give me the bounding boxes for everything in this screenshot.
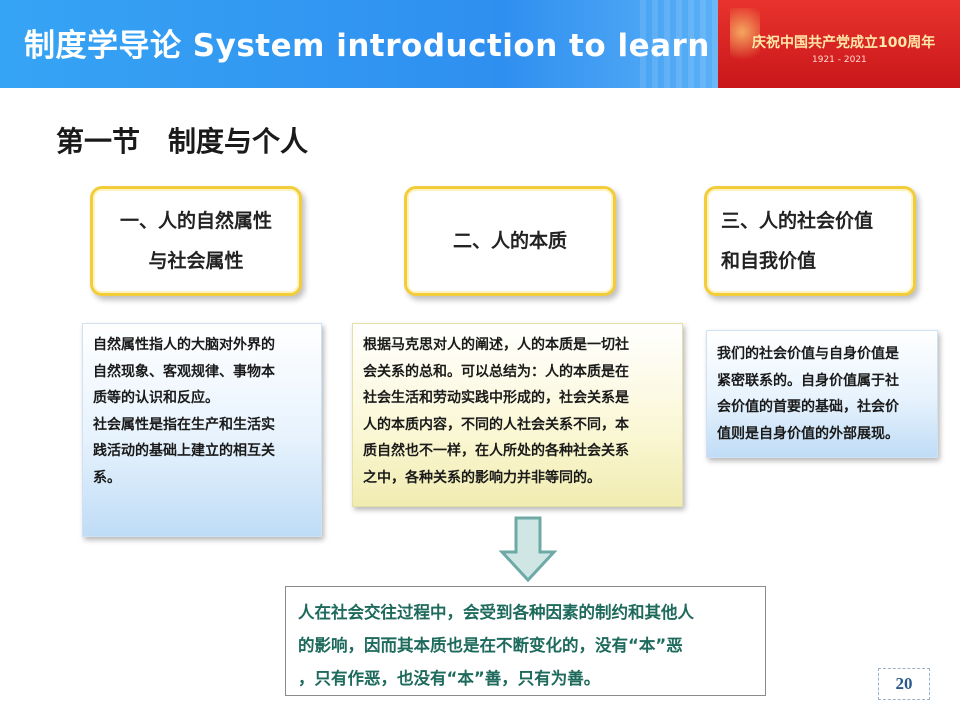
content-line: 质等的认识和反应。 [93,390,219,406]
content-line: 人的本质内容，不同的人社会关系不同，本 [363,416,629,433]
header-title: 制度学导论 System introduction to learn [24,28,710,64]
heading-line: 与社会属性 [148,250,244,272]
content-box-essence: 根据马克思对人的阐述，人的本质是一切社 会关系的总和。可以总结为：人的本质是在 … [352,323,683,507]
content-line: 自然现象、客观规律、事物本 [93,363,275,380]
content-line: 根据马克思对人的阐述，人的本质是一切社 [363,337,629,353]
header-banner: 制度学导论 System introduction to learn 庆祝中国共… [0,0,960,88]
content-line: 值则是自身价值的外部展现。 [717,425,899,442]
anniversary-years: 1921 - 2021 [812,55,867,65]
content-line: 质自然也不一样，在人所处的各种社会关系 [363,443,629,459]
heading-line: 和自我价值 [721,250,817,272]
content-line: 自然属性指人的大脑对外界的 [93,337,275,353]
heading-line: 三、人的社会价值 [721,210,874,232]
city-silhouette-decoration [640,0,720,88]
conclusion-line: ，只有作恶，也没有“本”善，只有为善。 [298,669,601,688]
heading-line: 二、人的本质 [452,230,567,252]
content-line: 系。 [93,469,121,486]
content-line: 社会属性是指在生产和生活实 [93,416,275,433]
content-line: 紧密联系的。自身价值属于社 [717,372,899,389]
content-box-attributes: 自然属性指人的大脑对外界的 自然现象、客观规律、事物本 质等的认识和反应。 社会… [82,323,322,537]
content-line: 会关系的总和。可以总结为：人的本质是在 [363,363,629,380]
conclusion-line: 人在社会交往过程中，会受到各种因素的制约和其他人 [298,603,694,622]
heading-box-natural-social-attributes: 一、人的自然属性 与社会属性 [90,186,302,296]
header-blue-band [0,0,718,88]
section-title: 第一节 制度与个人 [56,125,309,158]
page-number: 20 [878,668,930,700]
heading-box-social-self-value: 三、人的社会价值 和自我价值 [704,186,916,296]
content-line: 社会生活和劳动实践中形成的，社会关系是 [363,390,629,406]
content-line: 会价值的首要的基础，社会价 [717,399,899,415]
conclusion-box: 人在社会交往过程中，会受到各种因素的制约和其他人 的影响，因而其本质也是在不断变… [285,586,766,696]
heading-line: 一、人的自然属性 [119,210,272,232]
anniversary-text: 庆祝中国共产党成立100周年 [752,35,936,51]
party-flag-icon [730,8,760,68]
content-line: 我们的社会价值与自身价值是 [717,346,899,362]
anniversary-banner: 庆祝中国共产党成立100周年 1921 - 2021 [718,0,960,88]
content-box-value: 我们的社会价值与自身价值是 紧密联系的。自身价值属于社 会价值的首要的基础，社会… [706,330,938,458]
content-line: 践活动的基础上建立的相互关 [93,443,275,459]
conclusion-line: 的影响，因而其本质也是在不断变化的，没有“本”恶 [298,636,683,655]
content-line: 之中，各种关系的影响力并非等同的。 [363,469,601,486]
heading-box-human-essence: 二、人的本质 [404,186,616,296]
down-arrow-icon [498,516,558,583]
